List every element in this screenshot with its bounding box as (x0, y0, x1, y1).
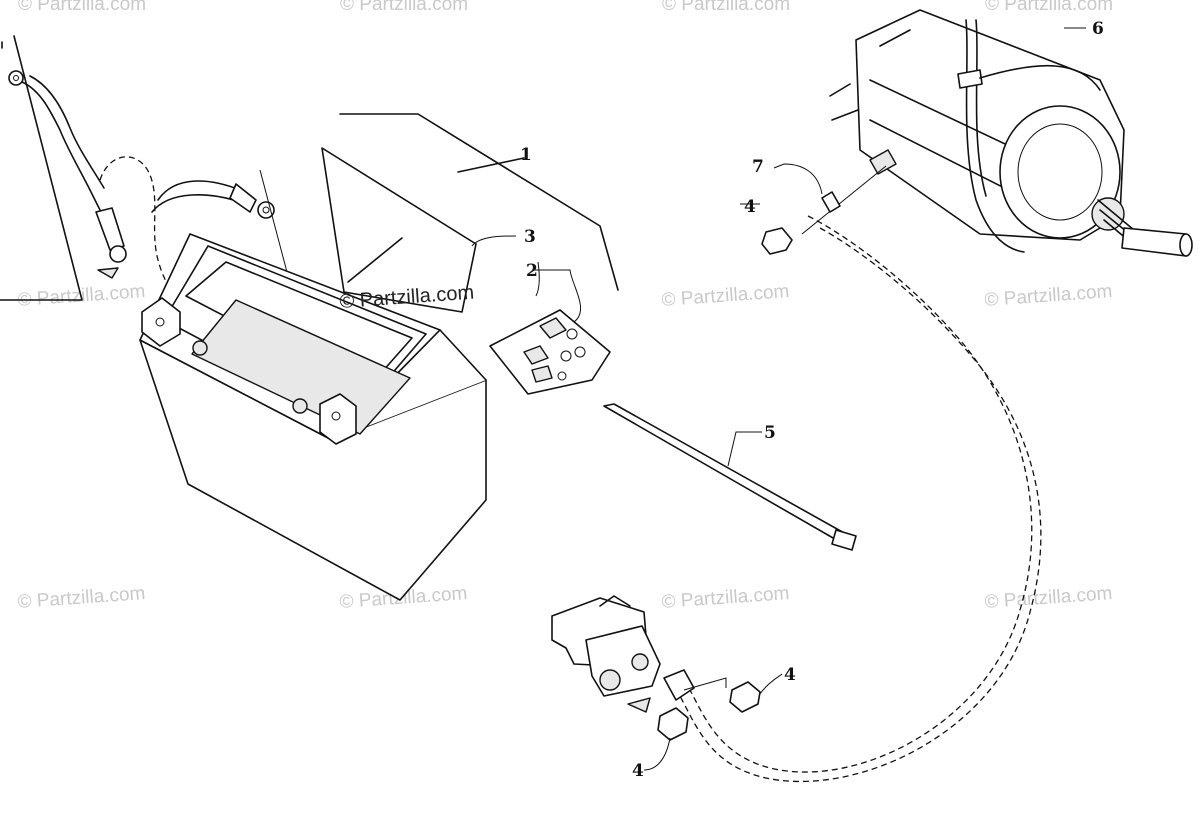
callout-5: 5 (764, 423, 776, 443)
leader-line-1 (339, 113, 619, 291)
callout-4-lower-right: 4 (784, 665, 796, 685)
callout-4-lower-left: 4 (632, 761, 644, 781)
callout-3: 3 (524, 227, 536, 247)
starter-motor (829, 9, 1193, 257)
arrow-icon (627, 697, 651, 713)
watermark-text: © Partzilla.com (340, 0, 468, 15)
watermark-text: © Partzilla.com (662, 0, 790, 15)
callout-2: 2 (526, 261, 538, 281)
watermark-text: © Partzilla.com (984, 583, 1113, 613)
callout-4-upper: 4 (744, 197, 756, 217)
solenoid (551, 595, 727, 701)
positive-cable (689, 215, 1033, 773)
battery (139, 233, 487, 601)
callout-7: 7 (752, 157, 764, 177)
nut (657, 707, 689, 741)
cable-tie (603, 403, 857, 551)
nut (729, 681, 761, 713)
watermark-text: © Partzilla.com (17, 583, 146, 613)
hardware-kit (489, 269, 611, 395)
watermark-text: © Partzilla.com (661, 281, 790, 311)
leader-line-3 (471, 235, 517, 247)
watermark-text: © Partzilla.com (18, 0, 146, 15)
starter-terminal (761, 163, 887, 255)
leader-lines (535, 203, 760, 297)
callout-6: 6 (1092, 19, 1104, 39)
watermark-text: © Partzilla.com (985, 0, 1113, 15)
callout-1: 1 (520, 145, 532, 165)
negative-cable (0, 35, 325, 413)
watermark-text: © Partzilla.com (661, 583, 790, 613)
watermark-text: © Partzilla.com (984, 281, 1113, 311)
battery-pad (321, 147, 477, 313)
